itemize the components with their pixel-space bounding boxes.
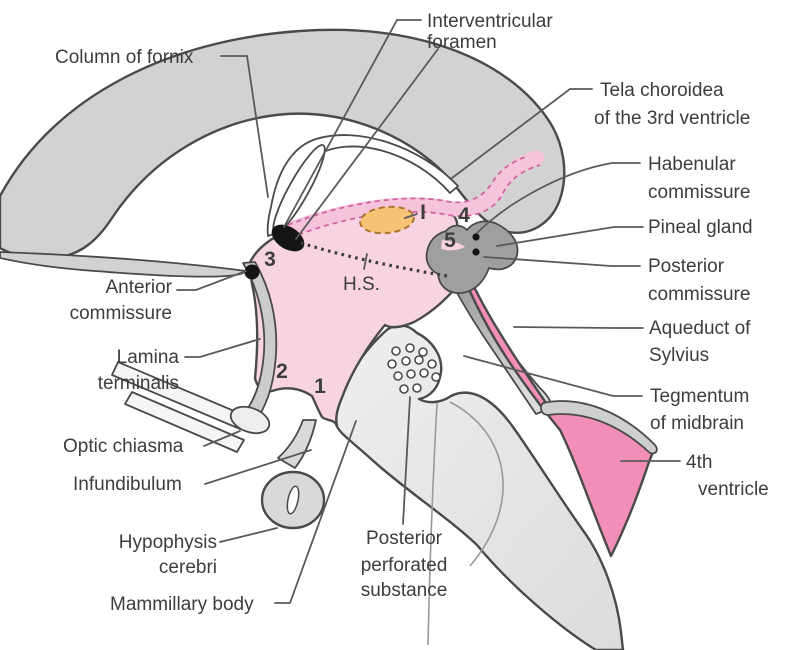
label-column-of-fornix: Column of fornix bbox=[55, 47, 194, 68]
posterior-commissure-dot bbox=[472, 248, 480, 256]
label-lamina-terminalis: terminalis bbox=[98, 373, 179, 394]
label-posterior-perforated: Posterior bbox=[366, 528, 443, 549]
optic-chiasma-shape bbox=[229, 405, 271, 435]
leader-tela-choroidea bbox=[451, 88, 593, 179]
label-hypophysis: cerebri bbox=[159, 557, 217, 578]
optic-nerve-strip-lower bbox=[124, 391, 245, 453]
leader-tegmentum bbox=[463, 355, 643, 397]
posterior-perforated-substance-dots bbox=[387, 343, 441, 394]
pineal-complex-shape bbox=[425, 220, 519, 294]
marker-recess-2: 2 bbox=[276, 360, 288, 383]
label-posterior-commissure: commissure bbox=[648, 284, 750, 305]
marker-recess-5: 5 bbox=[444, 229, 456, 252]
leader-interventricular-foramen-2 bbox=[295, 48, 439, 240]
leader-hs-tick bbox=[363, 253, 368, 270]
tela-choroidea-band bbox=[278, 150, 545, 239]
label-tegmentum: Tegmentum bbox=[650, 386, 749, 407]
marker-interthalamic-adhesion: I bbox=[420, 201, 426, 224]
habenular-commissure-dot bbox=[472, 233, 480, 241]
leader-interventricular-foramen-1 bbox=[283, 19, 422, 228]
tegmentum-internal-line bbox=[427, 402, 438, 646]
leader-column-of-fornix bbox=[220, 55, 269, 198]
leader-anterior-commissure bbox=[176, 270, 247, 291]
interventricular-foramen-shape bbox=[271, 224, 305, 252]
medullary-velum-shape bbox=[540, 400, 658, 455]
label-mammillary-body: Mammillary body bbox=[110, 594, 254, 615]
label-aqueduct: Sylvius bbox=[649, 345, 709, 366]
label-lamina-terminalis: Lamina bbox=[117, 347, 180, 368]
hypothalamic-sulcus-line bbox=[300, 241, 448, 278]
marker-recess-1: 1 bbox=[314, 375, 326, 398]
label-posterior-perforated: substance bbox=[361, 580, 448, 601]
label-hypothalamic-sulcus: H.S. bbox=[343, 274, 380, 295]
label-tela-choroidea: of the 3rd ventricle bbox=[594, 108, 750, 129]
label-pineal-gland: Pineal gland bbox=[648, 217, 753, 238]
leader-optic-chiasma bbox=[203, 430, 241, 447]
pons-internal-line bbox=[449, 401, 504, 567]
label-interventricular-foramen: Interventricular bbox=[427, 11, 553, 32]
leader-habenular-commissure bbox=[476, 162, 641, 234]
label-posterior-perforated: perforated bbox=[361, 555, 448, 576]
label-habenular-commissure: commissure bbox=[648, 182, 750, 203]
leader-infundibulum bbox=[204, 449, 312, 485]
label-optic-chiasma: Optic chiasma bbox=[63, 436, 184, 457]
label-anterior-commissure: Anterior bbox=[105, 277, 172, 298]
label-habenular-commissure: Habenular bbox=[648, 154, 736, 175]
label-aqueduct: Aqueduct of bbox=[649, 318, 751, 339]
label-hypophysis: Hypophysis bbox=[119, 532, 217, 553]
label-fourth-ventricle: 4th bbox=[686, 452, 712, 473]
leader-lamina-terminalis bbox=[184, 338, 261, 358]
marker-recess-3: 3 bbox=[264, 248, 276, 271]
leader-mammillary-body bbox=[274, 420, 357, 604]
fornix-body-shape bbox=[266, 134, 459, 237]
leader-hypophysis bbox=[219, 527, 278, 543]
leader-posterior-perforated bbox=[402, 396, 411, 525]
label-interventricular-foramen: foramen bbox=[427, 32, 497, 53]
label-infundibulum: Infundibulum bbox=[73, 474, 182, 495]
hypophysis-cleft-shape bbox=[286, 485, 300, 515]
leader-interthalamic bbox=[404, 213, 418, 219]
tela-dashed-line-upper bbox=[287, 155, 529, 226]
label-tegmentum: of midbrain bbox=[650, 413, 744, 434]
marker-recess-4: 4 bbox=[458, 204, 470, 227]
label-anterior-commissure: commissure bbox=[70, 303, 172, 324]
leader-pineal-gland bbox=[496, 226, 644, 247]
leader-aqueduct bbox=[513, 326, 644, 329]
rostrum-shape bbox=[0, 251, 247, 278]
label-posterior-commissure: Posterior bbox=[648, 256, 725, 277]
pineal-recess-shape bbox=[441, 240, 465, 251]
anterior-commissure-dot bbox=[244, 264, 260, 280]
label-fourth-ventricle: ventricle bbox=[698, 479, 769, 500]
infundibulum-shape bbox=[277, 419, 317, 469]
midbrain-shape bbox=[332, 324, 625, 650]
interthalamic-adhesion-shape bbox=[359, 205, 415, 235]
label-tela-choroidea: Tela choroidea bbox=[600, 80, 724, 101]
leader-posterior-commissure bbox=[483, 256, 641, 267]
